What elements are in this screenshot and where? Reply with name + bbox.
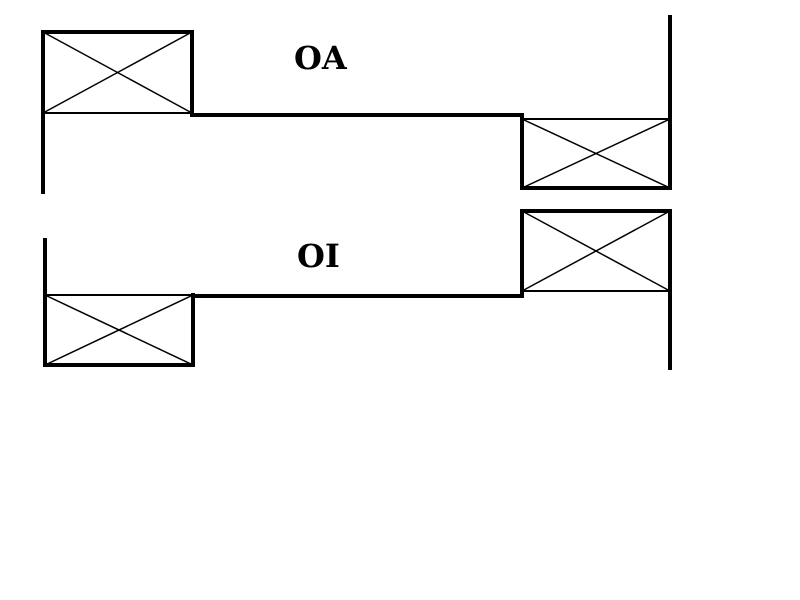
arrangement-oa bbox=[41, 15, 672, 194]
top-right-bearing-box bbox=[520, 113, 672, 190]
arrangement-oi bbox=[43, 209, 672, 370]
top-left-bearing-box bbox=[41, 30, 194, 115]
bottom-left-bearing-box bbox=[43, 293, 195, 367]
label-oi: OI bbox=[297, 237, 340, 275]
label-oa: OA bbox=[294, 39, 348, 77]
bottom-right-bearing-box bbox=[520, 209, 672, 298]
